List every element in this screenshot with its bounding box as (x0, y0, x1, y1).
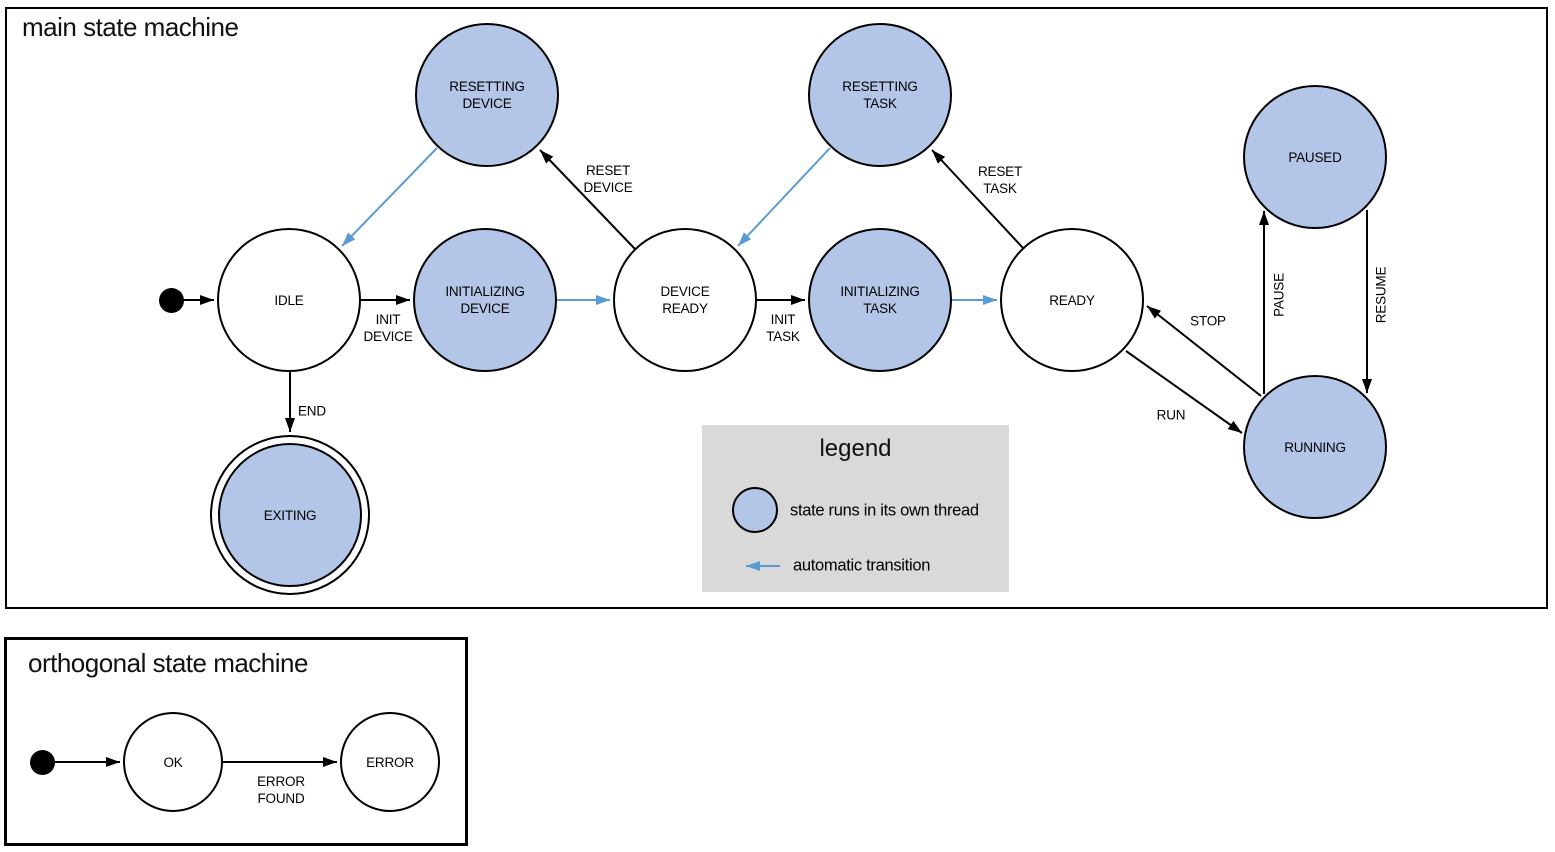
state-exiting: EXITING (218, 443, 362, 587)
state-exiting-label: EXITING (263, 507, 317, 523)
state-ready: READY (1000, 228, 1144, 372)
state-ready-label: READY (1049, 292, 1095, 308)
state-resetting-device: RESETTING DEVICE (415, 23, 559, 167)
label-reset-task: RESET TASK (977, 164, 1023, 196)
state-resetting-device-label: RESETTING DEVICE (449, 79, 525, 111)
state-initializing-device-label: INITIALIZING DEVICE (445, 284, 525, 316)
label-init-task: INIT TASK (766, 312, 800, 344)
state-paused: PAUSED (1243, 85, 1387, 229)
orthogonal-state-machine-panel (4, 637, 468, 846)
label-run: RUN (1156, 407, 1186, 423)
state-resetting-task-label: RESETTING TASK (842, 79, 918, 111)
state-error-label: ERROR (366, 754, 414, 770)
state-initializing-device: INITIALIZING DEVICE (413, 228, 557, 372)
legend-thread-item-label: state runs in its own thread (790, 501, 979, 520)
label-resume: RESUME (1373, 266, 1389, 324)
state-paused-label: PAUSED (1288, 149, 1342, 165)
state-resetting-task: RESETTING TASK (808, 23, 952, 167)
state-initializing-task: INITIALIZING TASK (808, 228, 952, 372)
state-idle-label: IDLE (274, 292, 304, 308)
legend-title: legend (819, 435, 892, 462)
label-pause: PAUSE (1271, 273, 1287, 317)
legend-box: legend state runs in its own thread auto… (702, 425, 1009, 592)
label-error-found: ERROR FOUND (257, 774, 305, 806)
legend-auto-item-label: automatic transition (793, 556, 931, 575)
state-initializing-task-label: INITIALIZING TASK (840, 284, 920, 316)
main-state-machine-panel (5, 7, 1548, 609)
state-device-ready: DEVICE READY (613, 228, 757, 372)
state-error: ERROR (340, 712, 440, 812)
main-machine-title: main state machine (22, 12, 239, 42)
orthogonal-machine-title: orthogonal state machine (28, 648, 308, 678)
state-exiting-final-ring: EXITING (210, 435, 370, 595)
state-ok-label: OK (163, 754, 183, 770)
label-reset-device: RESET DEVICE (583, 163, 633, 195)
label-stop: STOP (1190, 313, 1226, 329)
legend-auto-transition-arrow-icon (746, 561, 780, 571)
initial-state-dot-orthogonal (30, 750, 55, 775)
state-running-label: RUNNING (1284, 439, 1346, 455)
label-init-device: INIT DEVICE (363, 312, 413, 344)
state-running: RUNNING (1243, 375, 1387, 519)
state-device-ready-label: DEVICE READY (660, 284, 710, 316)
label-end: END (298, 403, 326, 419)
initial-state-dot-main (159, 288, 184, 313)
legend-threaded-state-sample-icon (732, 487, 778, 533)
state-ok: OK (123, 712, 223, 812)
state-idle: IDLE (217, 228, 361, 372)
